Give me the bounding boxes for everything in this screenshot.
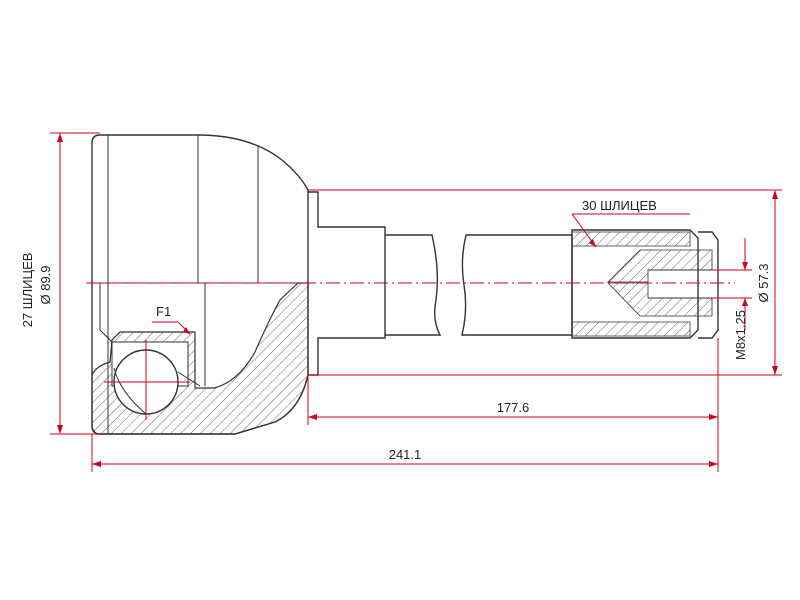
shaft-outline bbox=[308, 191, 719, 376]
ball-element bbox=[104, 340, 201, 420]
label-splines-shaft: 30 ШЛИЦЕВ bbox=[582, 198, 657, 213]
label-splines-outer: 27 ШЛИЦЕВ bbox=[20, 253, 35, 328]
label-f1: F1 bbox=[156, 304, 171, 319]
label-shaft-length: 177.6 bbox=[497, 400, 530, 415]
label-shaft-diameter: Ø 57.3 bbox=[756, 263, 771, 302]
label-outer-diameter: Ø 89.9 bbox=[38, 265, 53, 304]
dimension-lines bbox=[50, 132, 782, 472]
label-total-length: 241.1 bbox=[389, 447, 422, 462]
label-thread: M8x1.25 bbox=[733, 310, 748, 360]
